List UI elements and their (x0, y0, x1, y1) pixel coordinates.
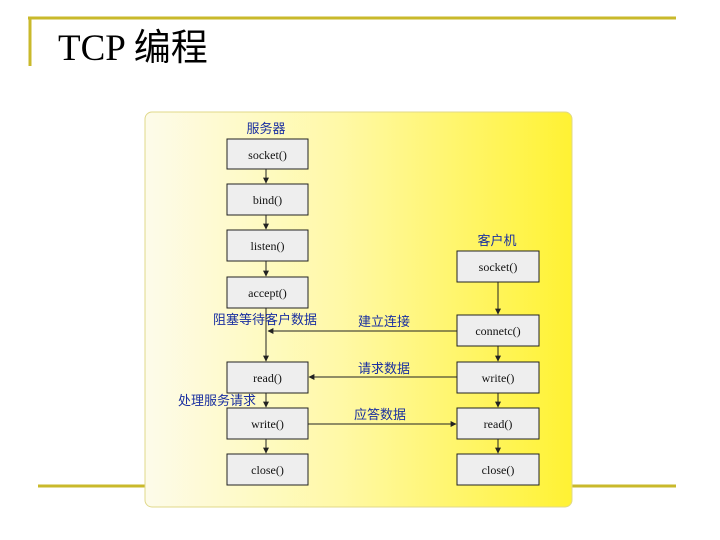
server-step-label: bind() (253, 193, 282, 207)
client-step-label: read() (484, 417, 513, 431)
server-step-label: write() (251, 417, 284, 431)
server-step-write: write() (226, 407, 309, 440)
client-label: 客户机 (477, 233, 516, 248)
client-step-write: write() (456, 361, 540, 394)
client-step-read: read() (456, 407, 540, 440)
server-step-socket: socket() (226, 138, 309, 170)
message-connect-label: 建立连接 (358, 314, 410, 329)
client-step-socket: socket() (456, 250, 540, 283)
client-step-connect: connetc() (456, 314, 540, 347)
message-response-label: 应答数据 (354, 407, 406, 422)
server-step-label: close() (251, 463, 284, 477)
slide-title: TCP 编程 (58, 28, 208, 69)
client-step-label: socket() (479, 260, 518, 274)
diagram-panel (144, 111, 573, 508)
annotation-process-request: 处理服务请求 (178, 393, 256, 408)
annotation-block-wait: 阻塞等待客户数据 (213, 312, 317, 327)
client-step-label: close() (482, 463, 515, 477)
server-step-close: close() (226, 453, 309, 486)
server-label: 服务器 (246, 121, 285, 136)
client-step-label: write() (482, 371, 515, 385)
server-step-read: read() (226, 361, 309, 394)
server-step-label: socket() (248, 148, 287, 162)
server-step-bind: bind() (226, 183, 309, 216)
server-step-label: accept() (248, 286, 287, 300)
client-step-close: close() (456, 453, 540, 486)
server-step-label: read() (253, 371, 282, 385)
client-step-label: connetc() (475, 324, 520, 338)
message-request-label: 请求数据 (358, 361, 410, 376)
server-step-accept: accept() (226, 276, 309, 309)
server-step-label: listen() (251, 239, 285, 253)
server-step-listen: listen() (226, 229, 309, 262)
